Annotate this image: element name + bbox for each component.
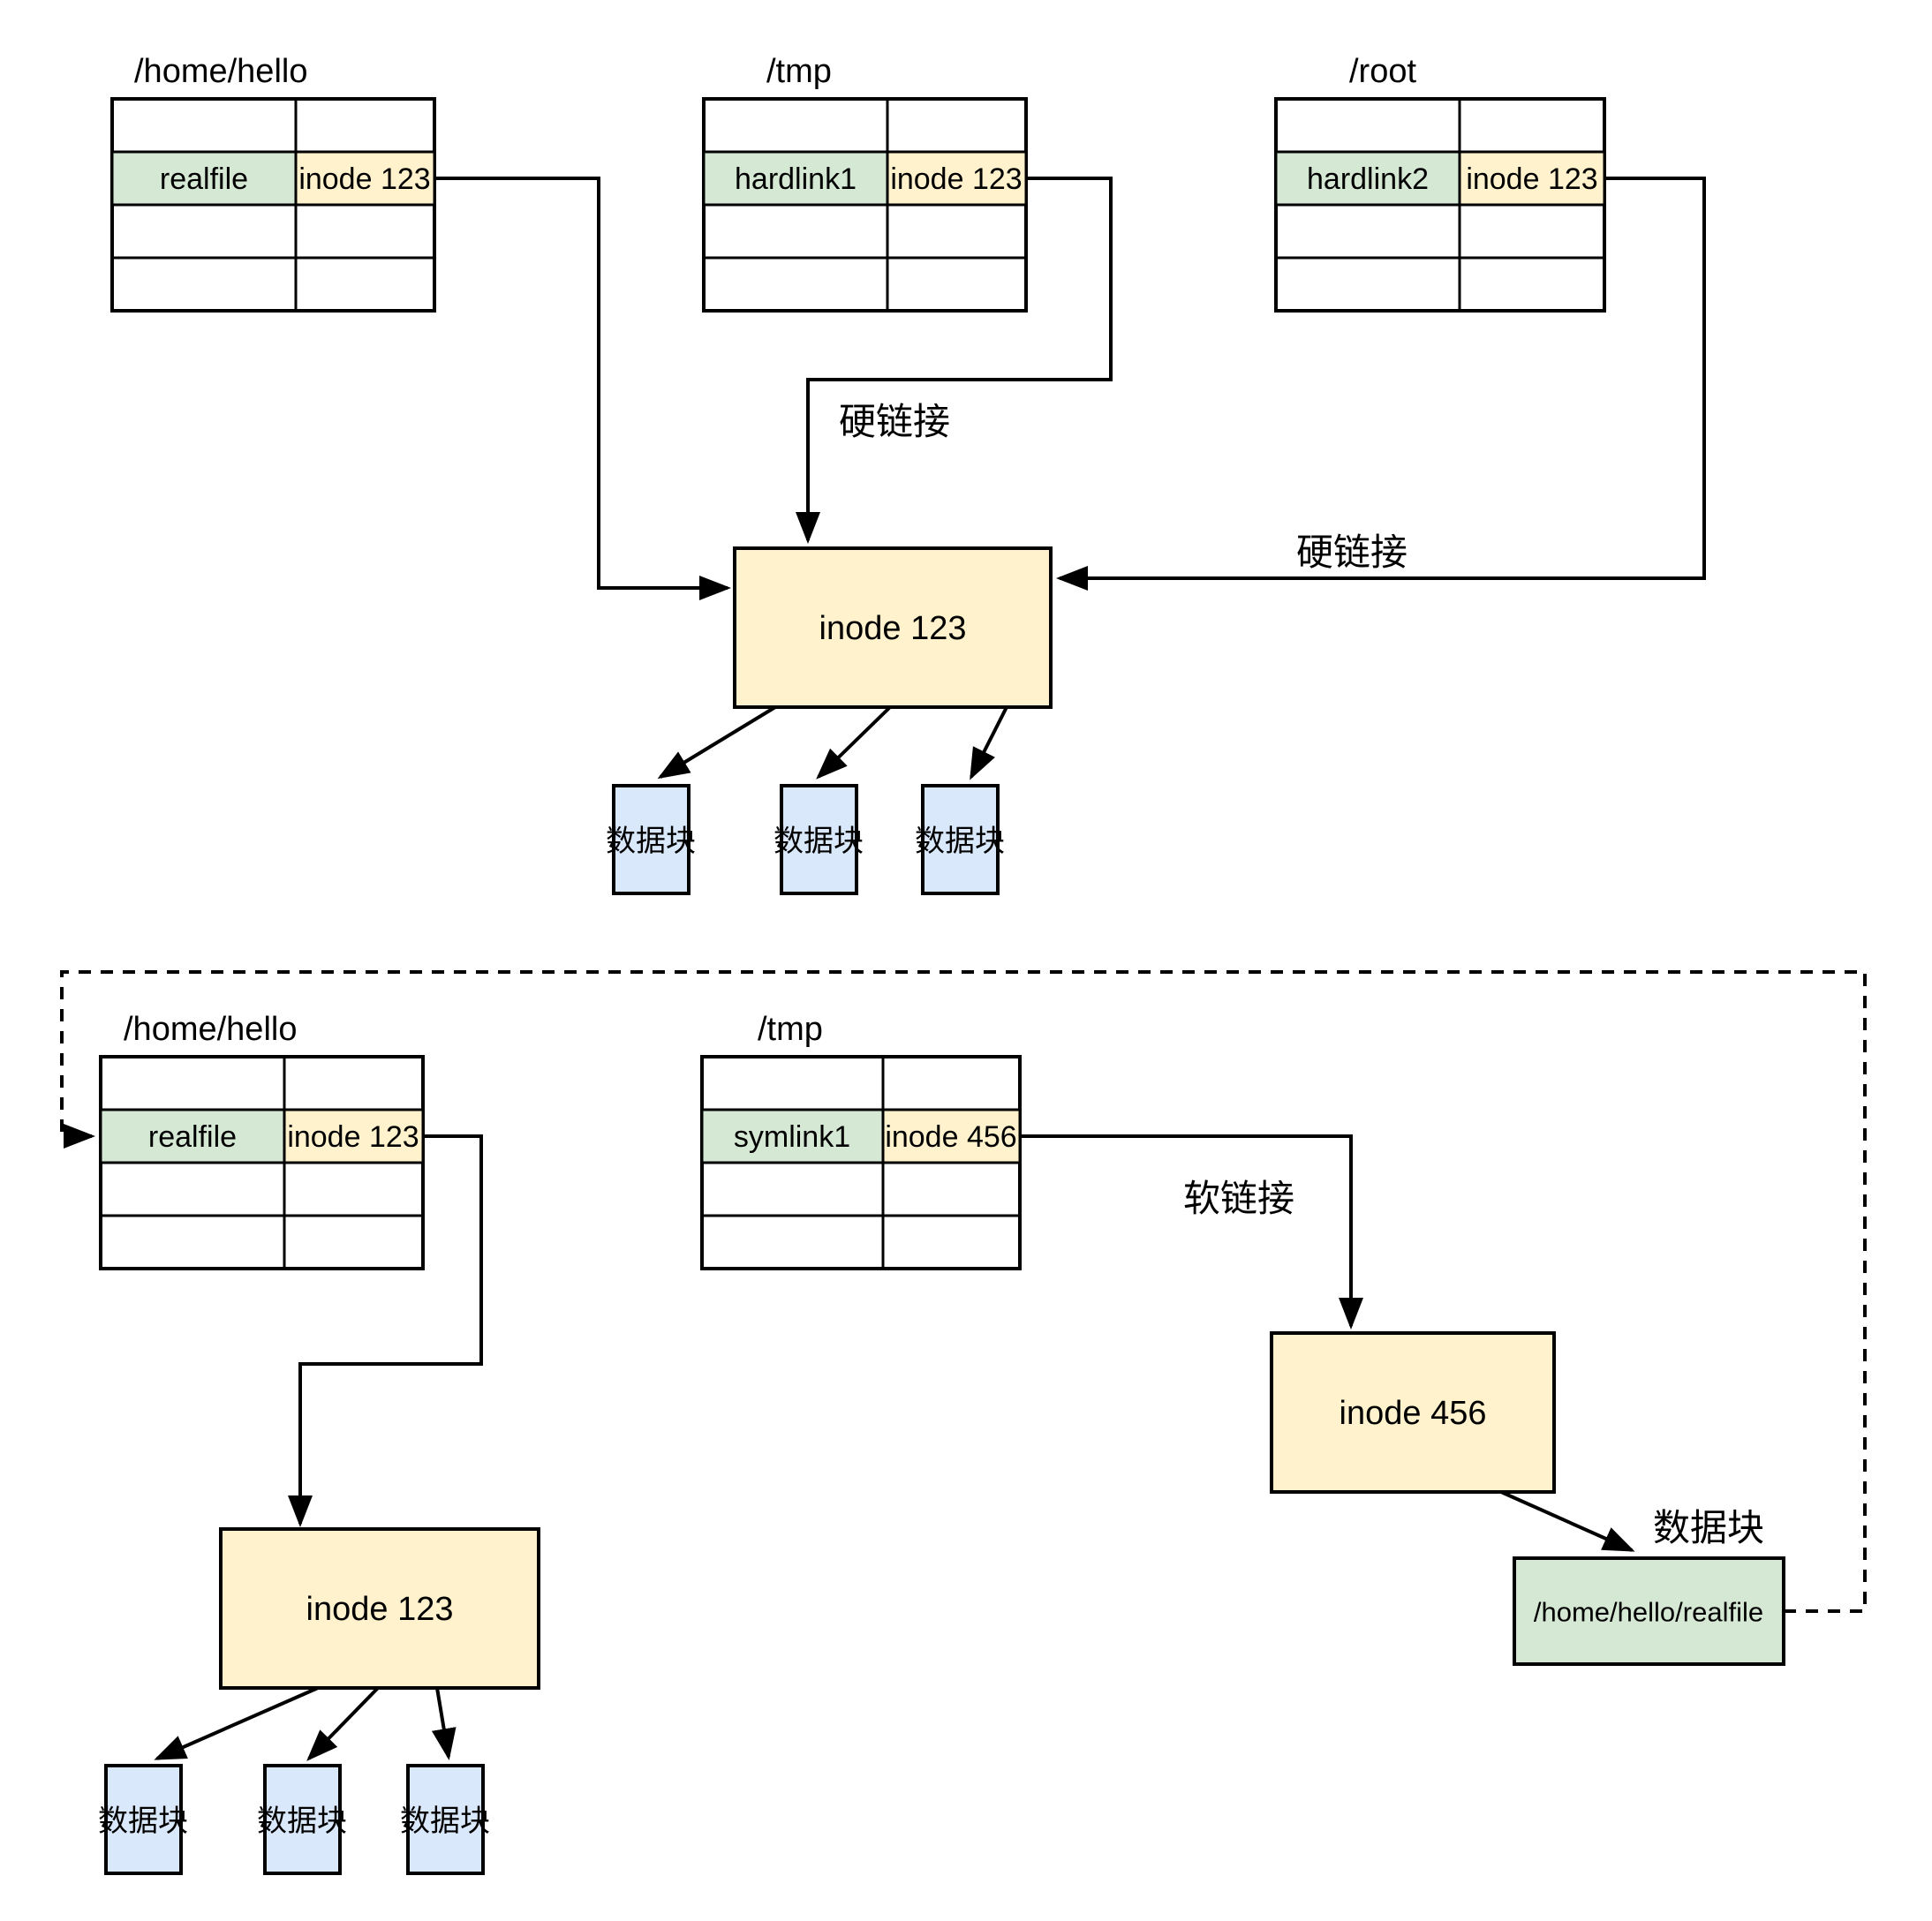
inode123-box-top: inode 123 [733, 546, 1053, 709]
realfile-path-label: /home/hello/realfile [1534, 1597, 1763, 1628]
file-name: hardlink2 [1307, 162, 1429, 196]
inode-box-shape [219, 1527, 540, 1690]
arrow-inode-to-block2 [816, 705, 892, 780]
data-block: 数据块 [774, 784, 864, 895]
data-block-shape [612, 784, 691, 895]
dir-title: /root [1349, 53, 1416, 90]
arrow-inode456-to-realfile-path [1500, 1490, 1635, 1552]
file-name: realfile [148, 1120, 237, 1154]
arrow-symlink1-to-inode456 [1020, 1134, 1363, 1330]
arrow-inode-to-block1 [154, 1686, 319, 1760]
data-block-label: 数据块 [400, 1804, 490, 1838]
symlink-section: /home/hello realfile inode 123 /tmp syml… [60, 970, 1867, 1875]
arrow-realfile-to-inode123-bottom [288, 1134, 483, 1527]
inode-ref: inode 123 [298, 162, 430, 196]
dir-table-root-top: hardlink2 inode 123 [1274, 97, 1606, 313]
arrow-hardlink2-to-inode123 [1056, 177, 1706, 591]
arrow-inode-to-block3 [431, 1687, 457, 1760]
data-block: 数据块 [257, 1764, 347, 1875]
arrow-inode-to-block1 [657, 705, 777, 780]
inode-box-label: inode 456 [1340, 1395, 1487, 1432]
hardlink-label: 硬链接 [839, 401, 950, 442]
data-block: 数据块 [915, 784, 1005, 895]
data-block-label: 数据块 [98, 1804, 188, 1838]
inode-ref: inode 123 [1466, 162, 1597, 196]
arrow-realfile-to-inode123 [434, 177, 731, 600]
data-block: 数据块 [606, 784, 696, 895]
hardlink-label: 硬链接 [1296, 531, 1407, 573]
realfile-path-box: /home/hello/realfile [1513, 1556, 1785, 1666]
dir-title: /home/hello [134, 53, 307, 90]
data-block-label: 数据块 [915, 825, 1005, 858]
inode456-box: inode 456 [1270, 1331, 1556, 1494]
data-block-shape [104, 1764, 183, 1875]
arrow-hardlink1-to-inode123 [796, 177, 1113, 544]
hardlink-section: /home/hello realfile inode 123 /tmp hard… [110, 53, 1706, 895]
dir-title: /tmp [766, 53, 832, 90]
inode-ref: inode 456 [885, 1120, 1016, 1154]
data-block-shape [406, 1764, 485, 1875]
dir-table-home-hello-bottom: realfile inode 123 [99, 1055, 425, 1270]
dir-table-tmp-bottom: symlink1 inode 456 [700, 1055, 1022, 1270]
softlink-label: 软链接 [1183, 1178, 1294, 1219]
realfile-path-shape [1513, 1556, 1785, 1666]
file-name: realfile [160, 162, 248, 196]
file-name: symlink1 [734, 1120, 850, 1154]
inode-ref: inode 123 [890, 162, 1022, 196]
data-block-shape [780, 784, 858, 895]
inode-box-shape [1270, 1331, 1556, 1494]
data-block-label: 数据块 [774, 825, 864, 858]
dir-title: /home/hello [124, 1011, 297, 1048]
inode-box-label: inode 123 [306, 1591, 454, 1628]
data-block-label: 数据块 [257, 1804, 347, 1838]
inode-box-shape [733, 546, 1053, 709]
arrow-inode-to-block2 [306, 1686, 380, 1761]
datablock-label: 数据块 [1653, 1507, 1764, 1548]
dashed-arrow-path-resolution [60, 970, 1867, 1613]
dir-table-tmp-top: hardlink1 inode 123 [702, 97, 1028, 313]
inode123-box-bottom: inode 123 [219, 1527, 540, 1690]
file-cell [1274, 150, 1461, 207]
data-block: 数据块 [400, 1764, 490, 1875]
data-block-shape [921, 784, 1000, 895]
file-cell [110, 150, 298, 207]
arrow-inode-to-block3 [970, 706, 1008, 780]
dir-table-home-hello-top: realfile inode 123 [110, 97, 436, 313]
inode-ref: inode 123 [287, 1120, 419, 1154]
inode-box-label: inode 123 [819, 610, 967, 647]
data-block-shape [263, 1764, 342, 1875]
file-name: hardlink1 [735, 162, 857, 196]
data-block-label: 数据块 [606, 825, 696, 858]
dir-title: /tmp [758, 1011, 823, 1048]
data-block: 数据块 [98, 1764, 188, 1875]
